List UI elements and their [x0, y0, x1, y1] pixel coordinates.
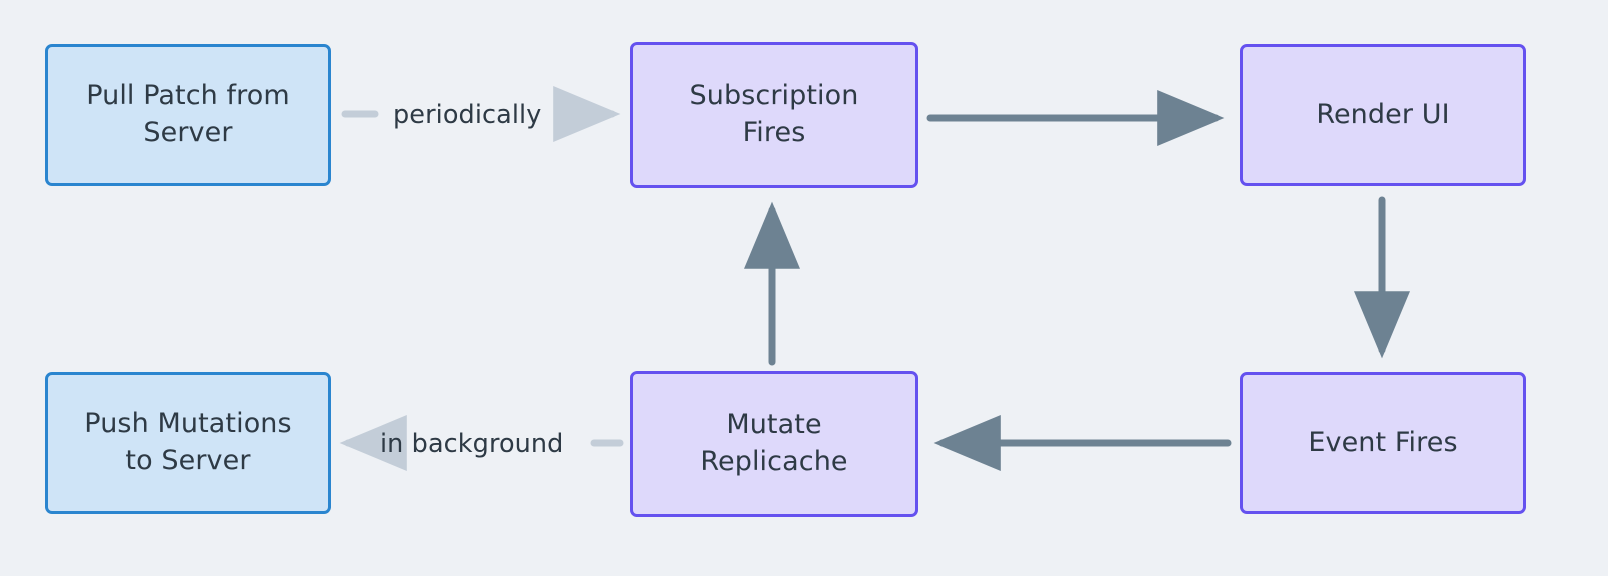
node-render-ui[interactable]: Render UI — [1240, 44, 1526, 186]
edge-label-text: periodically — [393, 100, 542, 130]
node-event-fires[interactable]: Event Fires — [1240, 372, 1526, 514]
edge-label-in-background: in background — [380, 429, 563, 459]
node-pull-patch-from-server[interactable]: Pull Patch from Server — [45, 44, 331, 186]
node-subscription-fires[interactable]: Subscription Fires — [630, 42, 918, 188]
node-mutate-replicache[interactable]: Mutate Replicache — [630, 371, 918, 517]
edge-label-text: in background — [380, 429, 564, 459]
node-label: Render UI — [1316, 98, 1450, 130]
node-label: Subscription Fires — [689, 80, 859, 148]
node-push-mutations-to-server[interactable]: Push Mutations to Server — [45, 372, 331, 514]
node-label: Event Fires — [1308, 426, 1458, 458]
node-label: Pull Patch from Server — [86, 80, 290, 148]
node-label: Push Mutations to Server — [84, 408, 292, 476]
edge-label-periodically: periodically — [393, 100, 541, 130]
node-label: Mutate Replicache — [700, 409, 848, 477]
